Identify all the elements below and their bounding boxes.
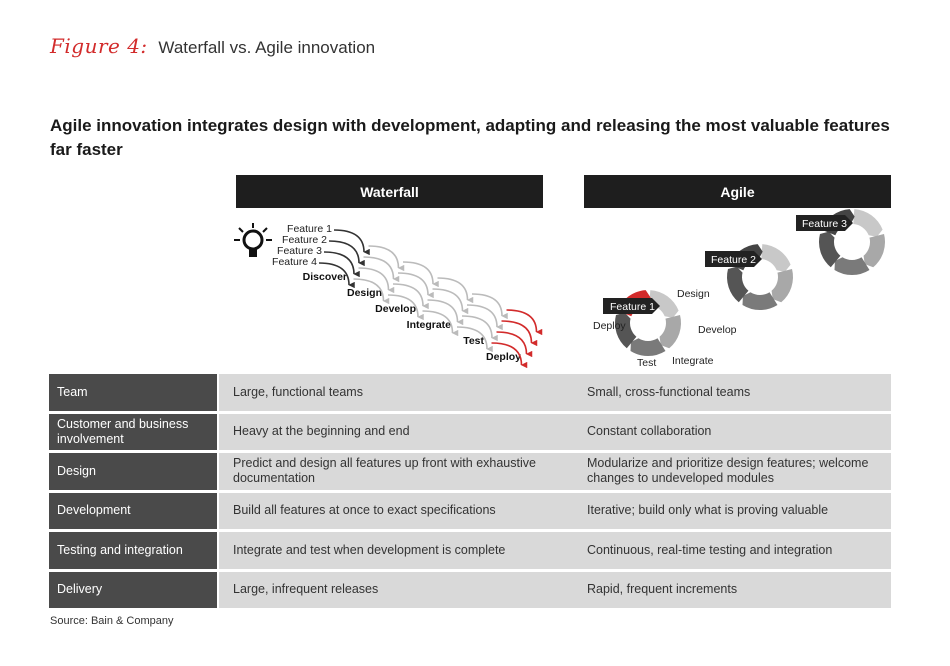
table-row: Development Build all features at once t…: [49, 492, 891, 529]
agile-cycles: [615, 209, 885, 357]
waterfall-arrow: [427, 299, 464, 326]
agile-cell: Modularize and prioritize design feature…: [575, 453, 891, 490]
waterfall-arrows: [318, 229, 543, 369]
waterfall-arrow: [318, 262, 355, 289]
agile-feature-tag: Feature 1: [603, 298, 660, 314]
agile-phase-label: Develop: [698, 324, 737, 336]
agile-cycle-segment: [659, 315, 681, 349]
agile-header: Agile: [584, 175, 891, 208]
agile-cell: Continuous, real-time testing and integr…: [575, 532, 891, 569]
waterfall-arrow: [358, 267, 395, 294]
row-label: Customer and business involvement: [49, 413, 217, 450]
wf-stage-label: Discover: [303, 271, 347, 283]
process-diagram: Feature 1 Feature 2 Feature 3 Feature 4 …: [234, 209, 885, 369]
waterfall-arrow: [387, 294, 424, 321]
row-label: Testing and integration: [49, 532, 217, 569]
figure-label: Figure 4:: [50, 34, 148, 58]
agile-cycle-segment: [863, 234, 885, 268]
headline: Agile innovation integrates design with …: [50, 116, 890, 159]
svg-text:Feature 1: Feature 1: [610, 301, 655, 313]
waterfall-cell: Predict and design all features up front…: [219, 453, 575, 490]
agile-cycle-segment: [771, 269, 794, 303]
wf-feature-label: Feature 4: [272, 256, 317, 268]
table-row: Delivery Large, infrequent releases Rapi…: [49, 571, 891, 608]
waterfall-arrow: [368, 245, 405, 272]
source-note: Source: Bain & Company: [50, 615, 174, 627]
row-label: Design: [49, 453, 217, 490]
waterfall-arrow: [456, 326, 493, 353]
wf-stage-label: Integrate: [407, 319, 452, 331]
agile-cell: Constant collaboration: [575, 413, 891, 450]
waterfall-arrow: [471, 293, 508, 320]
waterfall-arrow: [437, 277, 474, 304]
waterfall-arrow: [461, 315, 498, 342]
row-label: Development: [49, 492, 217, 529]
lightbulb-icon: [234, 223, 272, 257]
waterfall-arrow: [397, 272, 434, 299]
svg-text:Feature 3: Feature 3: [802, 218, 847, 230]
waterfall-arrow: [328, 240, 365, 267]
agile-cycle-segment: [761, 244, 791, 272]
table-row: Customer and business involvement Heavy …: [49, 413, 891, 450]
waterfall-arrow: [506, 309, 543, 336]
agile-cell: Iterative; build only what is proving va…: [575, 492, 891, 529]
wf-feature-label: Feature 2: [282, 234, 327, 246]
agile-phase-label: Test: [637, 357, 656, 369]
row-label: Delivery: [49, 571, 217, 608]
agile-cycle-segment: [727, 266, 749, 303]
agile-cycle-segment: [742, 292, 778, 311]
agile-phase-label: Design: [677, 288, 710, 300]
svg-text:Feature 2: Feature 2: [711, 254, 756, 266]
agile-phase-label: Integrate: [672, 355, 714, 367]
wf-feature-label: Feature 3: [277, 245, 322, 257]
waterfall-header: Waterfall: [236, 175, 543, 208]
waterfall-arrow: [501, 320, 538, 347]
wf-stage-label: Deploy: [486, 351, 521, 363]
wf-stage-label: Develop: [375, 303, 416, 315]
wf-feature-label: Feature 1: [287, 223, 332, 235]
figure-title: Figure 4: Waterfall vs. Agile innovation: [50, 34, 375, 58]
waterfall-arrow: [353, 278, 390, 305]
waterfall-cell: Heavy at the beginning and end: [219, 413, 575, 450]
agile-cycle-segment: [630, 338, 666, 357]
waterfall-arrow: [402, 261, 439, 288]
agile-cycle-segment: [834, 257, 870, 276]
table-row: Team Large, functional teams Small, cros…: [49, 374, 891, 411]
waterfall-cell: Large, infrequent releases: [219, 571, 575, 608]
agile-phase-label: Deploy: [593, 320, 626, 332]
wf-stage-label: Design: [347, 287, 382, 299]
agile-cell: Rapid, frequent increments: [575, 571, 891, 608]
waterfall-arrow: [392, 283, 429, 310]
waterfall-arrow: [333, 229, 370, 256]
waterfall-arrow: [496, 331, 533, 358]
agile-feature-tag: Feature 2: [705, 251, 762, 267]
waterfall-arrow: [466, 304, 503, 331]
table-row: Testing and integration Integrate and te…: [49, 532, 891, 569]
row-label: Team: [49, 374, 217, 411]
agile-cell: Small, cross-functional teams: [575, 374, 891, 411]
waterfall-arrow: [323, 251, 360, 278]
agile-cycle-segment: [615, 312, 637, 349]
figure-name: Waterfall vs. Agile innovation: [158, 38, 376, 57]
waterfall-arrow: [363, 256, 400, 283]
wf-stage-label: Test: [463, 335, 484, 347]
agile-cycle-segment: [819, 231, 841, 268]
agile-cycle-segment: [853, 209, 883, 237]
waterfall-arrow: [432, 288, 469, 315]
waterfall-cell: Build all features at once to exact spec…: [219, 492, 575, 529]
table-row: Design Predict and design all features u…: [49, 453, 891, 490]
agile-cycle-segment: [649, 290, 679, 318]
waterfall-arrow: [422, 310, 459, 337]
waterfall-cell: Large, functional teams: [219, 374, 575, 411]
agile-feature-tag: Feature 3: [796, 215, 853, 231]
comparison-table: Team Large, functional teams Small, cros…: [49, 374, 891, 611]
waterfall-cell: Integrate and test when development is c…: [219, 532, 575, 569]
waterfall-arrow: [491, 342, 528, 369]
